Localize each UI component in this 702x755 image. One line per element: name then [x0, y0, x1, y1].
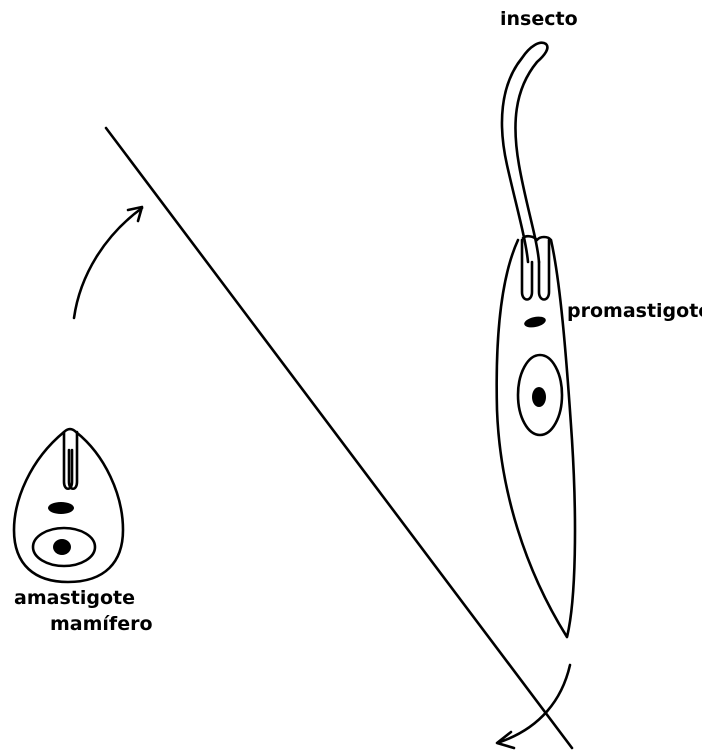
promastigote-label: promastigote — [567, 302, 702, 321]
upper-cycle-arrow — [74, 208, 142, 318]
promastigote-body — [497, 236, 575, 637]
host-divider-line — [106, 128, 572, 748]
insect-label: insecto — [500, 10, 578, 29]
promastigote-flagellum — [502, 43, 547, 262]
amastigote-cell — [14, 429, 123, 582]
flagellar-pocket-right — [539, 240, 549, 300]
amastigote-nucleolus — [53, 539, 71, 555]
amastigote-kinetoplast — [48, 502, 74, 514]
amastigote-label: amastigote — [14, 589, 135, 608]
mammal-label: mamífero — [50, 615, 153, 634]
promastigote-kinetoplast — [523, 315, 547, 329]
promastigote-nucleolus — [532, 387, 546, 407]
promastigote-cell — [497, 43, 575, 637]
